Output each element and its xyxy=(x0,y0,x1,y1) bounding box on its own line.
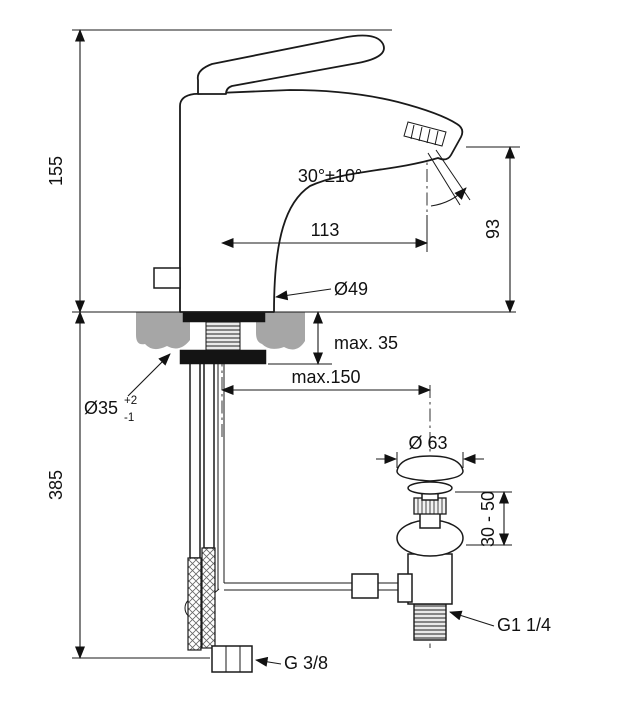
countertop-section xyxy=(136,312,305,350)
supply-and-rod xyxy=(184,361,400,673)
label-g114: G1 1/4 xyxy=(497,615,551,635)
waste-assembly xyxy=(396,455,464,641)
label-113: 113 xyxy=(311,220,340,240)
label-dia35: Ø35 xyxy=(84,398,118,418)
label-max35: max. 35 xyxy=(334,333,398,353)
faucet-lever xyxy=(196,34,385,95)
leader-dia49 xyxy=(275,288,332,301)
side-knob xyxy=(153,267,181,289)
label-g38: G 3/8 xyxy=(284,653,328,673)
leader-g114 xyxy=(449,610,495,627)
supply-nut xyxy=(211,645,253,673)
label-385: 385 xyxy=(46,470,66,500)
aerator xyxy=(403,121,447,147)
label-max150: max.150 xyxy=(291,367,360,387)
label-93: 93 xyxy=(483,219,503,239)
label-dia35-tol-dn: -1 xyxy=(124,412,134,424)
label-dia35-tol-up: +2 xyxy=(124,395,137,407)
label-dia63: Ø 63 xyxy=(408,433,447,453)
leader-dia35 xyxy=(127,353,171,397)
water-stream xyxy=(427,149,471,207)
label-dia49: Ø49 xyxy=(334,279,368,299)
dimension-lines xyxy=(72,28,520,667)
faucet-body xyxy=(153,34,471,313)
dimension-labels: 155 385 93 113 30°±10° Ø49 max. 35 Ø35 +… xyxy=(46,156,551,673)
label-angle: 30°±10° xyxy=(298,166,362,186)
label-155: 155 xyxy=(46,156,66,186)
label-30-50: 30 - 50 xyxy=(478,491,498,547)
waste-cap xyxy=(396,455,464,482)
leader-g38 xyxy=(255,656,282,667)
mounting-hardware xyxy=(179,311,267,365)
